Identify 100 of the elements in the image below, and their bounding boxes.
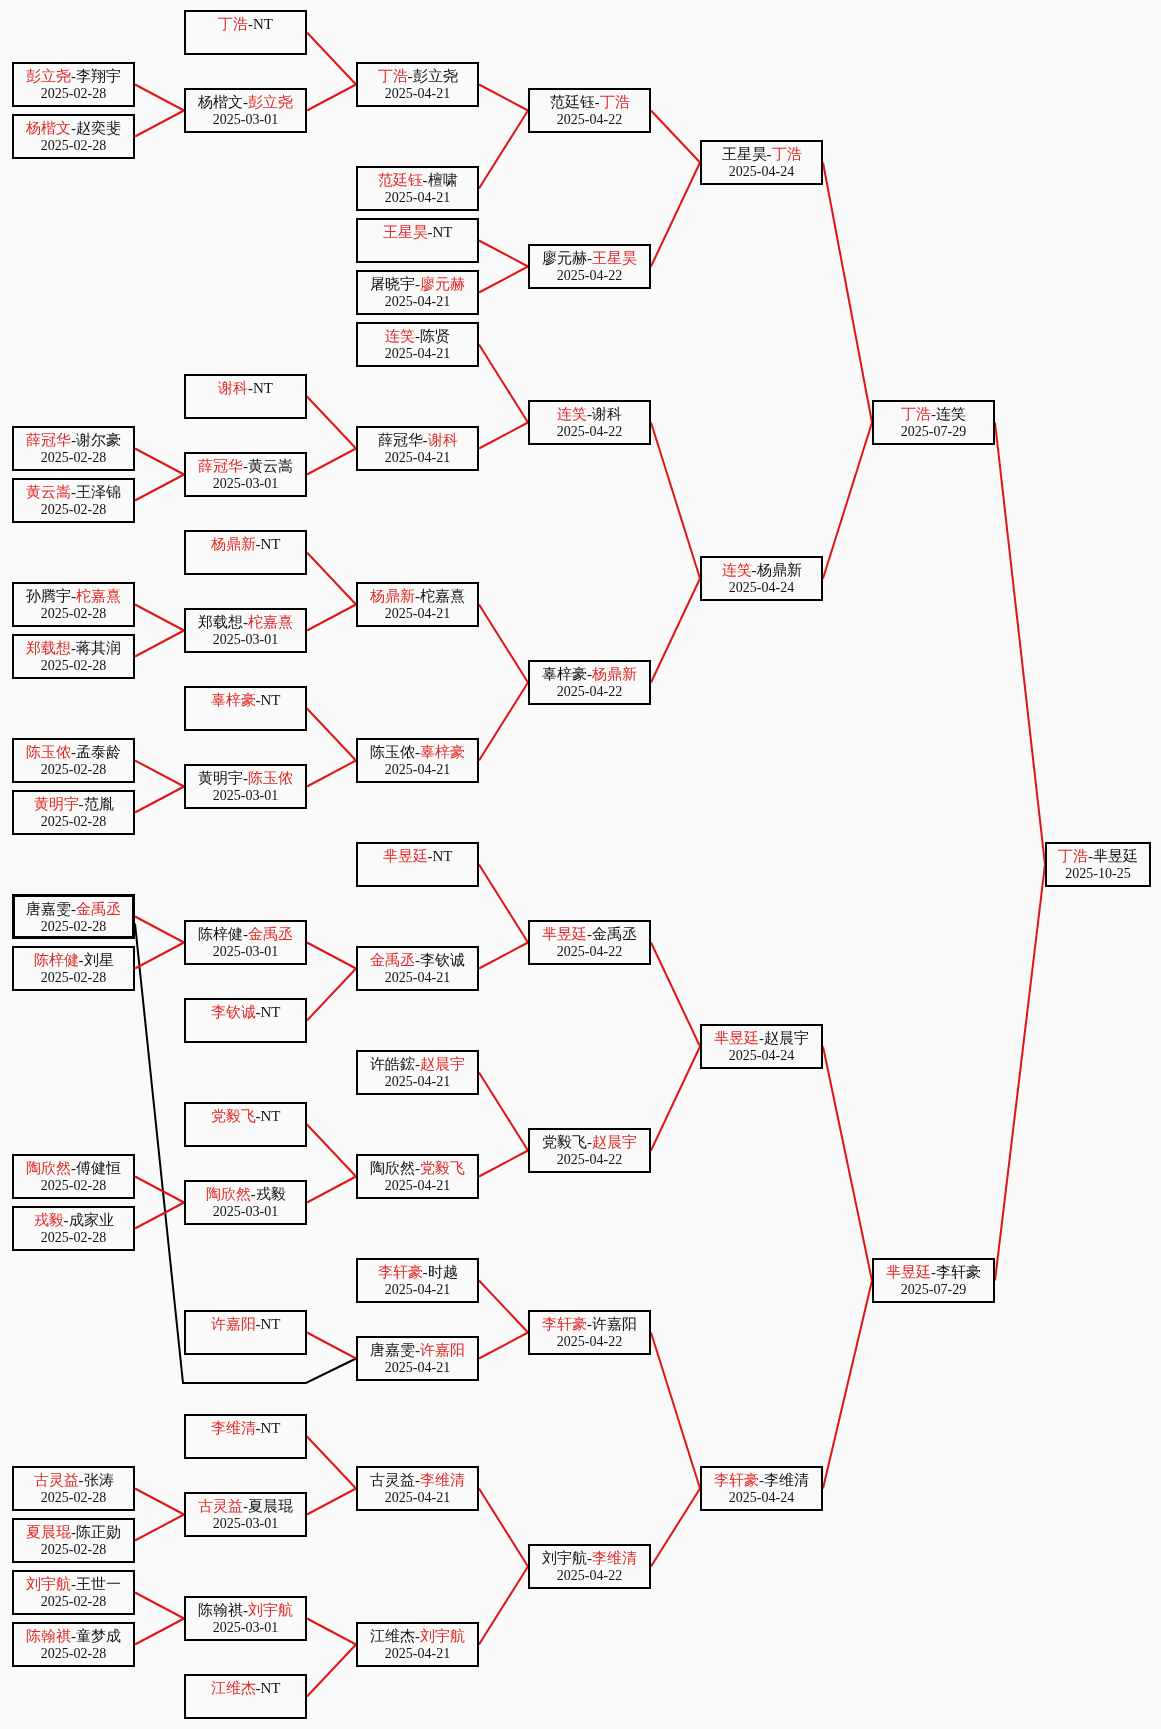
player-pairing: 黄明宇-陈玉侬: [198, 769, 293, 787]
match-date: 2025-04-21: [384, 1359, 451, 1377]
bracket-line: [134, 603, 185, 632]
player-pairing: 党毅飞-赵晨宇: [542, 1133, 637, 1151]
match-box: [528, 920, 651, 965]
match-box: [184, 88, 307, 133]
bracket-line: [650, 109, 701, 164]
bracket-line: [822, 421, 873, 580]
player-pairing: 金禹丞-李钦诚: [370, 951, 465, 969]
match-box: [184, 998, 307, 1043]
player-pairing: 辜梓豪-NT: [210, 691, 281, 709]
player-pairing: 唐嘉雯-金禹丞: [26, 900, 121, 918]
bracket-line: [650, 1045, 701, 1152]
match-box: [12, 946, 135, 991]
match-date: 2025-02-28: [40, 605, 107, 623]
bracket-line: [134, 473, 185, 502]
match-date: 2025-04-21: [384, 969, 451, 987]
bracket-line: [134, 1175, 185, 1204]
bracket-line: [650, 577, 701, 684]
match-box: [184, 686, 307, 731]
match-date: 2025-02-28: [40, 85, 107, 103]
match-date: 2025-04-21: [384, 449, 451, 467]
bracket-line: [478, 1279, 529, 1334]
player-pairing: 陈梓健-刘星: [33, 951, 114, 969]
match-box: [356, 270, 479, 315]
bracket-line: [134, 629, 185, 658]
player-pairing: 陶欣然-戎毅: [205, 1185, 286, 1203]
match-box: [356, 322, 479, 367]
bracket-line: [134, 109, 185, 138]
player-pairing: 屠晓宇-廖元赫: [370, 275, 465, 293]
player-pairing: 黄明宇-范胤: [33, 795, 114, 813]
bracket-line: [306, 707, 357, 762]
match-box: [184, 1596, 307, 1641]
player-pairing: 彭立尧-李翔宇: [26, 67, 121, 85]
match-box: [356, 62, 479, 107]
bracket-line: [306, 31, 357, 86]
player-pairing: 唐嘉雯-许嘉阳: [370, 1341, 465, 1359]
match-date: 2025-04-22: [556, 111, 623, 129]
match-box: [700, 140, 823, 185]
bracket-line: [306, 395, 357, 450]
player-pairing: 薛冠华-谢尔豪: [26, 431, 121, 449]
player-pairing: 王星昊-丁浩: [721, 145, 802, 163]
player-pairing: 薛冠华-黄云嵩: [198, 457, 293, 475]
bracket-line: [134, 915, 185, 944]
player-pairing: 芈昱廷-金禹丞: [542, 925, 637, 943]
match-date: 2025-04-21: [384, 1645, 451, 1663]
match-date: 2025-04-21: [384, 761, 451, 779]
player-pairing: 芈昱廷-李轩豪: [886, 1263, 981, 1281]
player-pairing: 李轩豪-李维清: [714, 1471, 809, 1489]
match-box: [528, 244, 651, 289]
match-box: [700, 1024, 823, 1069]
bracket-line: [650, 1331, 701, 1490]
match-date: 2025-02-28: [40, 918, 107, 936]
match-date: 2025-07-29: [900, 423, 967, 441]
match-date: 2025-02-28: [40, 1229, 107, 1247]
bracket-line: [306, 1331, 357, 1360]
match-date: 2025-02-28: [40, 1489, 107, 1507]
bracket-line: [306, 1435, 357, 1490]
player-pairing: 黄云嵩-王泽锦: [26, 483, 121, 501]
bracket-line: [822, 1279, 873, 1490]
player-pairing: 丁浩-连笑: [901, 405, 966, 423]
match-date: 2025-02-28: [40, 1541, 107, 1559]
match-date: 2025-04-22: [556, 1567, 623, 1585]
match-box: [12, 894, 135, 939]
bracket-line: [306, 1617, 357, 1646]
match-box: [528, 1128, 651, 1173]
match-box: [872, 400, 995, 445]
match-date: 2025-02-28: [40, 449, 107, 467]
bracket-line: [478, 421, 529, 450]
player-pairing: 孙腾宇-柁嘉熹: [26, 587, 121, 605]
match-box: [184, 920, 307, 965]
match-box: [184, 608, 307, 653]
match-box: [12, 1206, 135, 1251]
match-box: [700, 556, 823, 601]
bracket-line: [306, 1123, 357, 1178]
player-pairing: 杨楷文-彭立尧: [198, 93, 293, 111]
match-box: [12, 634, 135, 679]
match-date: 2025-02-28: [40, 969, 107, 987]
match-box: [12, 738, 135, 783]
match-date: 2025-04-21: [384, 605, 451, 623]
bracket-line: [134, 1617, 185, 1646]
player-pairing: 薛冠华-谢科: [377, 431, 458, 449]
bracket-line: [134, 759, 185, 788]
match-date: 2025-03-01: [212, 1203, 279, 1221]
bracket-line: [134, 785, 185, 814]
match-date: 2025-04-21: [384, 1073, 451, 1091]
player-pairing: 谢科-NT: [218, 379, 273, 397]
player-pairing: 李轩豪-时越: [377, 1263, 458, 1281]
player-pairing: 陶欣然-傅健恒: [26, 1159, 121, 1177]
bracket-line: [478, 941, 529, 970]
match-date: 2025-04-24: [728, 1047, 795, 1065]
player-pairing: 陶欣然-党毅飞: [370, 1159, 465, 1177]
match-date: 2025-04-21: [384, 85, 451, 103]
bracket-line: [478, 1331, 529, 1360]
match-date: 2025-03-01: [212, 943, 279, 961]
bracket-line: [306, 941, 357, 970]
bracket-line: [134, 447, 185, 476]
bracket-line: [994, 421, 1046, 866]
match-box: [184, 1674, 307, 1719]
match-box: [356, 218, 479, 263]
